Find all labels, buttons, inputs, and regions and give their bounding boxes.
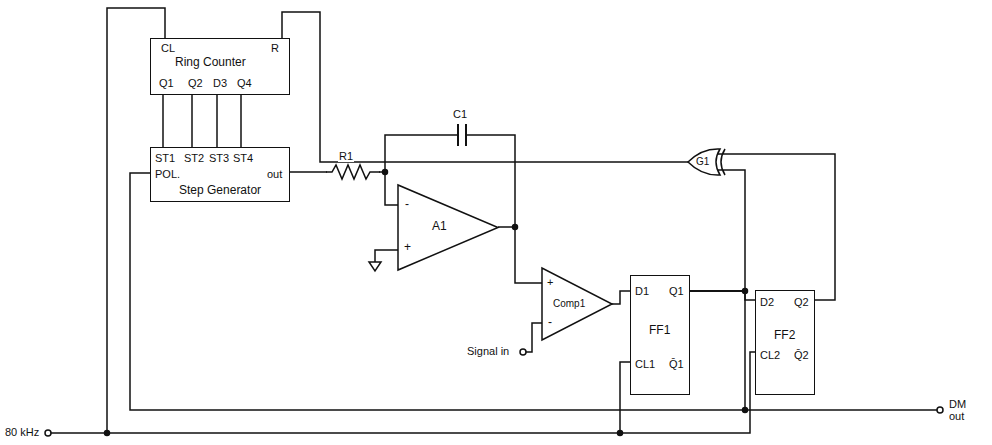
pin-label: Q1 [159, 77, 174, 89]
pin-label: ST4 [233, 152, 253, 164]
gate-outline [688, 149, 720, 175]
junction-dot [743, 289, 748, 294]
wire [240, 95, 242, 147]
junction-dot [618, 431, 623, 436]
pin-label: D2 [760, 296, 774, 308]
resistor-label: R1 [338, 150, 354, 162]
output-wire [745, 409, 937, 411]
gate-curve [718, 149, 730, 175]
ground-wire [375, 250, 398, 262]
step-generator-box: ST1 ST2 ST3 ST4POL. outStep Generator [150, 147, 290, 202]
pin-label: Q̄1 [669, 358, 684, 370]
pin-label: FF2 [774, 329, 795, 342]
resistor-ground [327, 163, 379, 181]
wire [216, 95, 218, 147]
junction-dot [743, 408, 748, 413]
triangle-outline [398, 185, 498, 270]
pin-label: CL [161, 42, 175, 54]
wire [690, 170, 745, 291]
junction-dot [383, 170, 388, 175]
junction-dot [105, 431, 110, 436]
output-terminal [937, 407, 943, 413]
pin-label: ST3 [209, 152, 229, 164]
flip-flop-box: D1 Q1FF1CL1 Q̄1 [630, 275, 690, 395]
pin-label: Step Generator [179, 184, 261, 197]
pin-label: - [405, 198, 409, 211]
gate-label: G1 [696, 156, 709, 167]
pin-label: Q4 [237, 77, 252, 89]
pin-label: D3 [213, 77, 227, 89]
clock-terminal [45, 430, 51, 436]
ring-counter-box: CL R Ring CounterQ1 Q2 D3 Q4 [150, 38, 290, 95]
ground-symbol [369, 262, 381, 271]
pin-label: R [271, 42, 279, 54]
triangle-outline [542, 268, 612, 340]
op-amp-symbol: - + A1 [398, 185, 498, 270]
wire [130, 173, 745, 410]
wire [612, 291, 630, 304]
pin-label: Q̄2 [794, 349, 809, 361]
wire [162, 95, 164, 147]
pin-label: Comp1 [553, 298, 585, 309]
wire [191, 95, 193, 147]
xor-gate: G1 [688, 148, 730, 176]
pin-label: - [548, 316, 552, 329]
input-terminal [520, 349, 526, 355]
pin-label: Q2 [188, 77, 203, 89]
pin-label: FF1 [649, 324, 670, 337]
comparator-symbol: +Comp1- [542, 268, 612, 340]
pin-label: + [547, 276, 553, 288]
flip-flop-box: D2 Q2FF2CL2 Q̄2 [755, 290, 815, 395]
pin-label: POL. [155, 168, 180, 180]
resistor-symbol [326, 165, 380, 179]
clock-label: 80 kHz [4, 426, 40, 438]
pin-label: + [404, 241, 411, 254]
pin-label: D1 [635, 285, 649, 297]
pin-label: Ring Counter [175, 56, 246, 69]
wire [730, 154, 835, 300]
clock-wire [51, 8, 755, 433]
wire [498, 227, 542, 283]
pin-label: out [267, 168, 282, 180]
output-label: DM out [948, 398, 980, 422]
wire [282, 12, 688, 162]
pin-label: CL1 [635, 358, 655, 370]
pin-label: ST2 [184, 152, 204, 164]
pin-label: CL2 [760, 349, 780, 361]
pin-label: A1 [432, 220, 447, 233]
pin-label: ST1 [155, 152, 175, 164]
capacitor-label: C1 [452, 108, 468, 120]
input-label: Signal in [466, 345, 510, 357]
junction-dot [513, 225, 518, 230]
pin-label: Q2 [794, 296, 809, 308]
op-amp-symbol-outline [398, 185, 498, 270]
pin-label: Q1 [669, 285, 684, 297]
capacitor-symbol [458, 124, 466, 146]
signal-wire [526, 323, 542, 352]
